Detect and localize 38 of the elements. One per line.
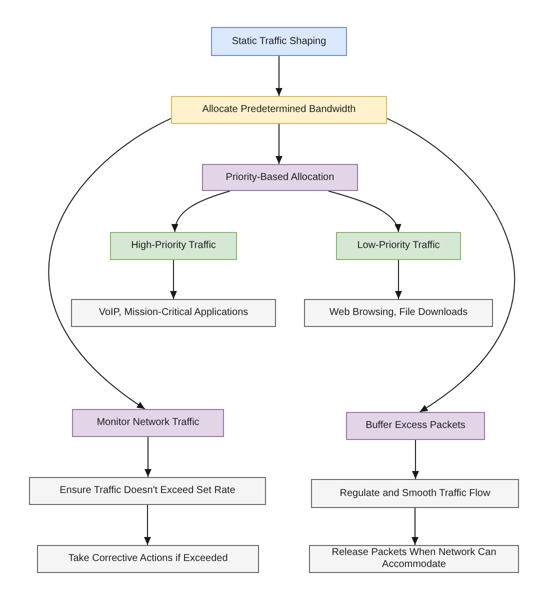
process-box — [37, 545, 259, 573]
box-label: High-Priority Traffic — [131, 240, 216, 252]
box-label: Low-Priority Traffic — [357, 240, 440, 252]
arrow — [412, 508, 418, 546]
box-label: Monitor Network Traffic — [96, 417, 200, 429]
arrow — [170, 260, 177, 300]
process-box — [72, 409, 224, 437]
arrow — [144, 436, 152, 478]
arrow — [48, 118, 172, 410]
process-box — [110, 232, 237, 260]
arrow — [276, 56, 282, 96]
box-label: Regulate and Smooth Traffic Flow — [340, 488, 490, 500]
arrow — [395, 260, 402, 300]
box-label: VoIP, Mission-Critical Applications — [98, 307, 248, 319]
process-box — [211, 27, 347, 56]
process-box — [309, 545, 519, 573]
arrow — [144, 504, 151, 546]
arrow — [172, 190, 231, 232]
box-label: Allocate Predetermined Bandwidth — [202, 104, 356, 116]
process-box — [29, 477, 266, 505]
box-label: Ensure Traffic Doesn't Exceed Set Rate — [60, 485, 236, 497]
arrow — [386, 118, 515, 412]
box-label: Web Browsing, File Downloads — [329, 307, 468, 319]
box-label: Priority-Based Allocation — [226, 172, 334, 184]
box-label: Static Traffic Shaping — [232, 36, 326, 48]
arrow — [328, 190, 400, 232]
process-box — [71, 299, 276, 327]
box-label: Take Corrective Actions if Exceeded — [68, 553, 228, 565]
process-box — [304, 299, 493, 327]
box-label: Release Packets When Network Can Accommodate — [330, 547, 498, 571]
arrow — [276, 124, 282, 164]
process-box — [202, 164, 358, 191]
arrow — [412, 440, 419, 480]
process-box — [171, 96, 387, 124]
box-label: Buffer Excess Packets — [366, 420, 466, 432]
process-box — [311, 479, 519, 508]
process-box — [346, 412, 485, 440]
process-box — [336, 232, 461, 260]
